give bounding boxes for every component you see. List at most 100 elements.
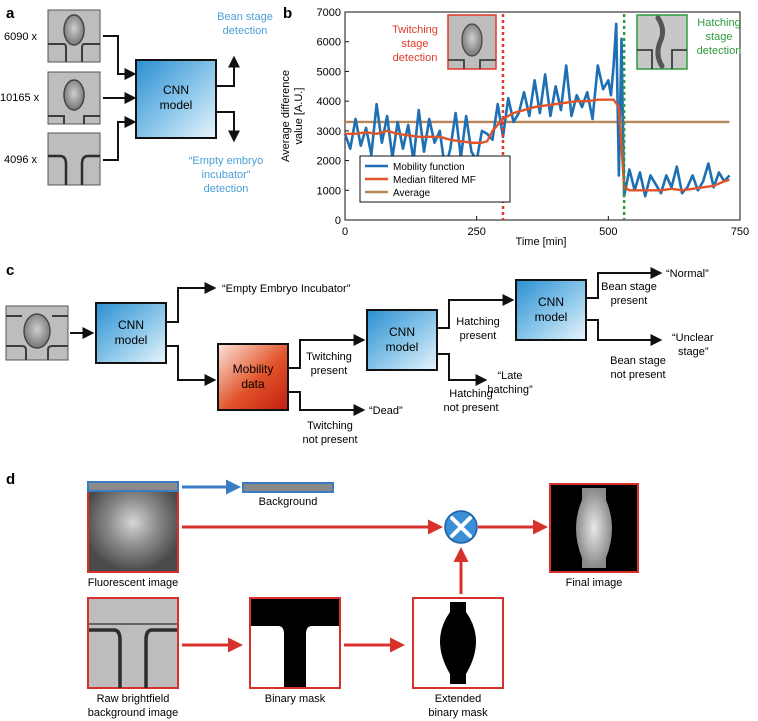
cnn-c1-label-2: model xyxy=(115,333,148,347)
hatch-label-3: detection xyxy=(697,45,742,57)
hatch-label-2: stage xyxy=(706,31,733,43)
x-tick-label-2: 500 xyxy=(599,226,617,238)
cnn-model-box-c2 xyxy=(366,309,438,371)
hatch-not-1: Hatching xyxy=(449,388,492,400)
embryo-image-twitching xyxy=(47,71,101,125)
cnn-label-a2: model xyxy=(160,98,193,112)
bean-present-2: present xyxy=(611,295,648,307)
arrow-c-late xyxy=(437,353,488,386)
panel-d: d Fluorescent image Background Final ima… xyxy=(6,471,639,719)
series-line-1 xyxy=(345,98,730,192)
x-tick-label-1: 250 xyxy=(467,226,485,238)
fluorescent-label: Fluorescent image xyxy=(88,577,179,589)
cnn-c3-label-1: CNN xyxy=(538,295,564,309)
out-empty-1: “Empty embryo xyxy=(189,155,264,167)
count-bean: 6090 x xyxy=(4,31,38,43)
hatch-thumbnail xyxy=(636,14,688,70)
background-label: Background xyxy=(259,496,318,508)
series-line-0 xyxy=(343,22,731,198)
hatch-present-2: present xyxy=(460,330,497,342)
arrow-bean-out xyxy=(216,55,240,87)
twitch-label-3: detection xyxy=(393,52,438,64)
out-empty-2: incubator” xyxy=(202,169,251,181)
bean-present-1: Bean stage xyxy=(601,281,657,293)
normal-label: “Normal” xyxy=(666,268,709,280)
final-label: Final image xyxy=(566,577,623,589)
cnn-c2-label-2: model xyxy=(386,340,419,354)
x-tick-label-0: 0 xyxy=(342,226,348,238)
raw-label-2: background image xyxy=(88,707,179,719)
twitch-not-2: not present xyxy=(302,434,357,446)
twitch-present-2: present xyxy=(311,365,348,377)
out-bean-2: detection xyxy=(223,25,268,37)
twitch-not-1: Twitching xyxy=(307,420,353,432)
mobility-label-1: Mobility xyxy=(233,362,274,376)
out-empty-3: detection xyxy=(204,183,249,195)
late-2: hatching” xyxy=(487,384,533,396)
mobility-label-2: data xyxy=(241,377,265,391)
x-tick-label-3: 750 xyxy=(731,226,749,238)
mobility-data-box xyxy=(217,343,289,411)
multiply-icon xyxy=(444,510,478,544)
hatch-label-1: Hatching xyxy=(697,17,740,29)
panel-a-letter: a xyxy=(6,5,15,22)
extended-label-1: Extended xyxy=(435,693,481,705)
raw-brightfield-image xyxy=(87,597,179,689)
c-dead-label: “Dead” xyxy=(369,405,403,417)
count-empty: 4096 x xyxy=(4,154,38,166)
arrow-c-empty xyxy=(166,282,217,323)
arrow-a3 xyxy=(103,116,137,161)
flowchart-embryo-image xyxy=(5,305,69,361)
arrow-a1 xyxy=(103,35,137,80)
raw-label-1: Raw brightfield xyxy=(97,693,170,705)
legend-label-0: Mobility function xyxy=(393,162,465,173)
y-tick-label-6: 6000 xyxy=(317,37,341,49)
legend-label-1: Median filtered MF xyxy=(393,175,476,186)
panel-c: c CNN model “Empty Embryo Incubator” Mob… xyxy=(5,262,714,446)
unclear-1: “Unclear xyxy=(672,332,714,344)
arrow-c-unclear xyxy=(586,319,663,346)
cnn-c3-label-2: model xyxy=(535,310,568,324)
bean-not-2: not present xyxy=(610,369,665,381)
legend-label-2: Average xyxy=(393,188,431,199)
background-strip xyxy=(242,482,334,493)
panel-d-letter: d xyxy=(6,471,15,488)
count-twitching: 10165 x xyxy=(0,92,40,104)
y-tick-label-4: 4000 xyxy=(317,96,341,108)
bean-not-1: Bean stage xyxy=(610,355,666,367)
cnn-model-box-a xyxy=(135,59,217,139)
chart-xlabel: Time [min] xyxy=(516,236,567,248)
unclear-2: stage” xyxy=(678,346,709,358)
arrow-c-dead xyxy=(288,391,366,416)
y-tick-label-2: 2000 xyxy=(317,156,341,168)
arrow-c-twitch xyxy=(288,334,366,369)
arrow-c-mobility xyxy=(166,345,217,386)
cnn-c2-label-1: CNN xyxy=(389,325,415,339)
y-tick-label-3: 3000 xyxy=(317,126,341,138)
twitch-present-1: Twitching xyxy=(306,351,352,363)
panel-c-letter: c xyxy=(6,262,14,279)
hatch-present-1: Hatching xyxy=(456,316,499,328)
final-image xyxy=(549,483,639,573)
twitch-label-1: Twitching xyxy=(392,24,438,36)
extended-mask-image xyxy=(412,597,504,689)
arrow-empty-out xyxy=(216,111,240,143)
embryo-image-empty xyxy=(47,132,101,186)
chart-ylabel-1: Average difference xyxy=(280,70,292,162)
cnn-label-a1: CNN xyxy=(163,83,189,97)
panel-a: a 6090 x 10165 x 4096 x CNN model Bean s… xyxy=(0,5,273,195)
y-tick-label-1: 1000 xyxy=(317,185,341,197)
panel-b-letter: b xyxy=(283,5,292,22)
out-bean-1: Bean stage xyxy=(217,11,273,23)
twitch-thumbnail xyxy=(447,14,497,70)
extended-label-2: binary mask xyxy=(428,707,488,719)
y-tick-label-7: 7000 xyxy=(317,7,341,19)
binary-label: Binary mask xyxy=(265,693,326,705)
y-tick-label-0: 0 xyxy=(335,215,341,227)
cnn-model-box-c1 xyxy=(95,302,167,364)
c-empty-label: “Empty Embryo Incubator” xyxy=(222,283,351,295)
arrow-c-normal xyxy=(586,267,663,299)
cnn-c1-label-1: CNN xyxy=(118,318,144,332)
binary-mask-image xyxy=(249,597,341,689)
